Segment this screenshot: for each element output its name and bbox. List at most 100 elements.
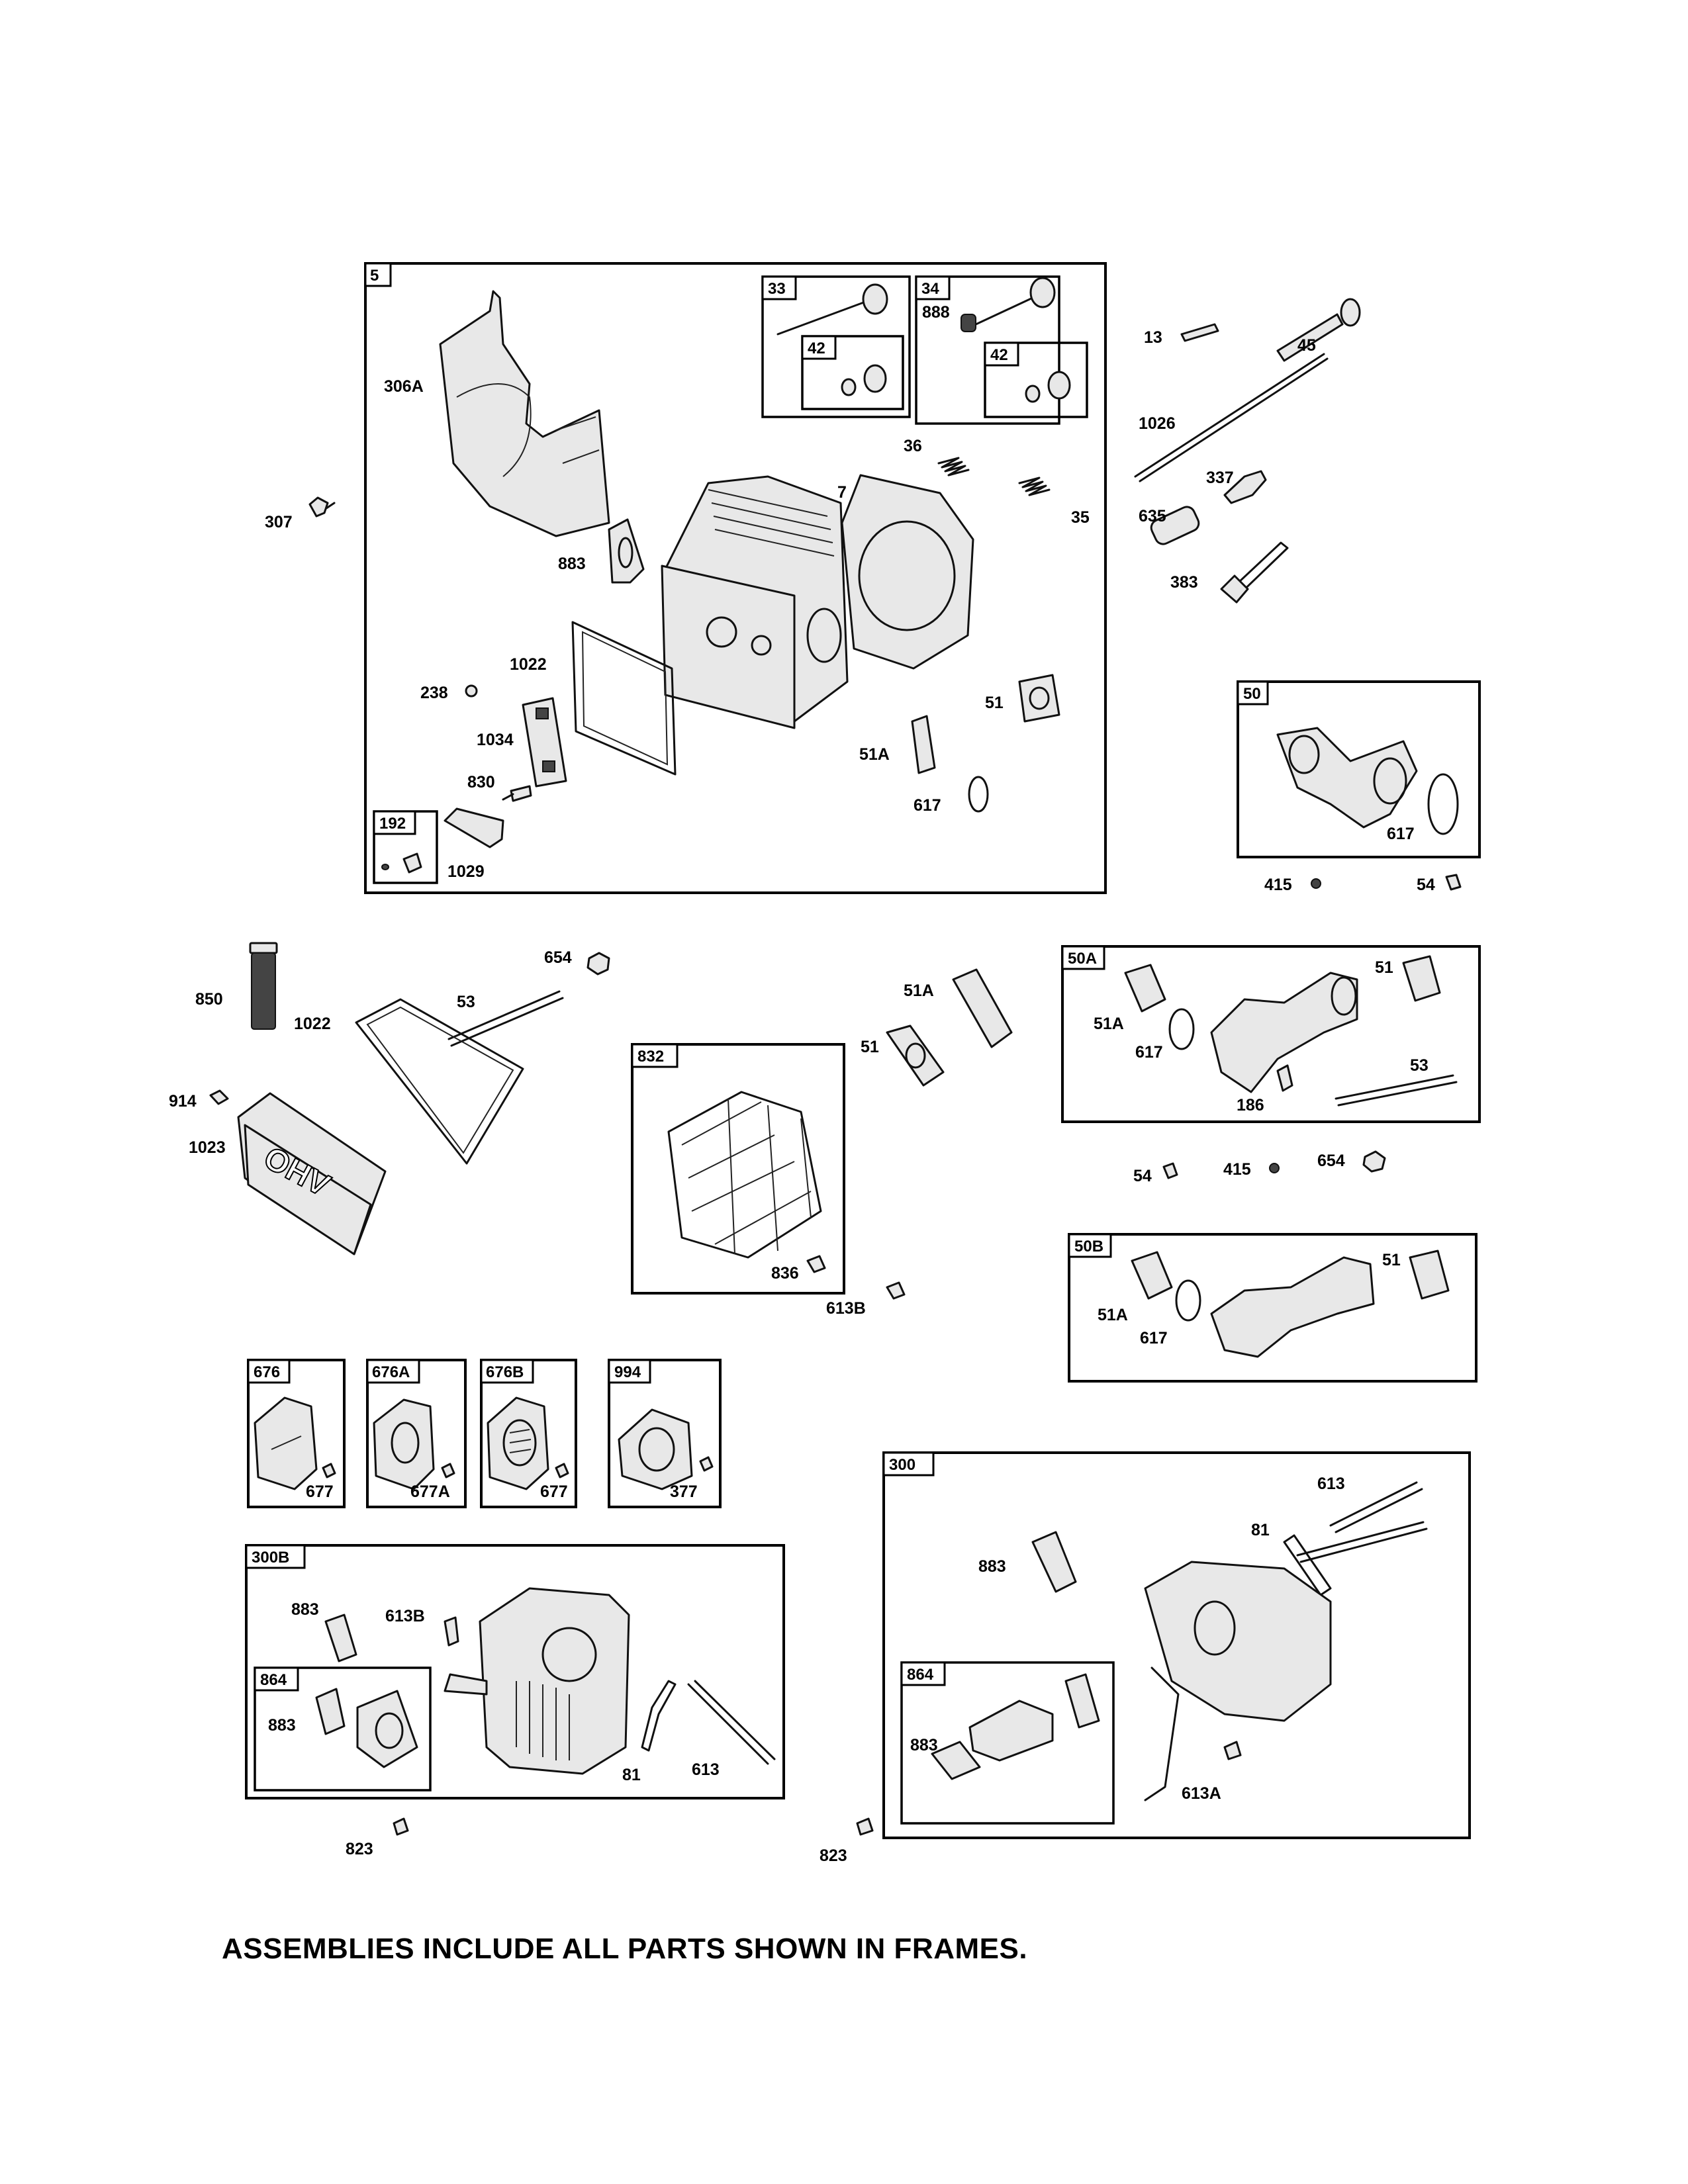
fitting-part-186 xyxy=(1276,1064,1293,1092)
pushrod-part-45 xyxy=(1276,313,1344,362)
label-337: 337 xyxy=(1206,469,1234,487)
stud-part-53b xyxy=(1335,1074,1454,1100)
frame-832: 832 836 xyxy=(631,1043,845,1295)
air-baffle-part xyxy=(439,290,610,537)
frame-label-5: 5 xyxy=(370,267,379,285)
label-677b: 677 xyxy=(540,1482,568,1501)
label-677a: 677 xyxy=(306,1482,334,1501)
oring-part-617b xyxy=(1427,773,1459,835)
frame-676B: 676B 677 xyxy=(480,1359,577,1508)
screw-part-613Bb xyxy=(444,1616,459,1647)
bolt-part-54a xyxy=(1445,874,1462,891)
muffler-guard-part-832 xyxy=(667,1091,822,1259)
gasket-part-883c xyxy=(315,1688,346,1735)
sealant-tube-part-850 xyxy=(249,942,278,1030)
gasket-part-51c xyxy=(1402,955,1441,1002)
gasket-part-883d xyxy=(1031,1531,1077,1593)
flange-part-864b xyxy=(968,1700,1054,1762)
label-617a: 617 xyxy=(914,796,941,815)
frame-label-300: 300 xyxy=(889,1456,915,1474)
label-54a: 54 xyxy=(1417,876,1435,894)
seal-part-192 xyxy=(381,864,389,870)
pushrod-part-1026 xyxy=(1134,353,1325,478)
label-415b: 415 xyxy=(1223,1160,1251,1179)
nut-part-415b xyxy=(1269,1163,1280,1173)
muffler-part-300 xyxy=(1144,1561,1332,1801)
frame-label-994: 994 xyxy=(614,1363,641,1381)
label-36: 36 xyxy=(904,437,922,455)
head-gasket-part xyxy=(841,474,974,670)
frame-label-864b: 864 xyxy=(907,1666,934,1684)
label-1022b: 1022 xyxy=(294,1015,331,1033)
label-377: 377 xyxy=(670,1482,698,1501)
label-617b: 617 xyxy=(1387,825,1415,843)
label-1026: 1026 xyxy=(1139,414,1176,433)
valve-spring-part-35 xyxy=(1018,477,1051,496)
label-883d: 883 xyxy=(978,1557,1006,1576)
label-613b: 613 xyxy=(1317,1475,1345,1493)
screw-part-836 xyxy=(806,1255,826,1273)
frame-676: 676 677 xyxy=(247,1359,346,1508)
label-238: 238 xyxy=(420,684,448,702)
frame-label-192: 192 xyxy=(379,815,406,833)
frame-50: 50 617 xyxy=(1237,680,1481,858)
gasket-part-51a xyxy=(1018,674,1060,723)
frame-label-676B: 676B xyxy=(486,1363,524,1381)
label-51c: 51 xyxy=(1375,958,1393,977)
frame-994: 994 377 xyxy=(608,1359,722,1508)
screw-part-830 xyxy=(502,785,532,802)
nut-part-654b xyxy=(1362,1150,1386,1173)
label-613A: 613A xyxy=(1182,1784,1221,1803)
fitting-part-192 xyxy=(402,852,422,874)
label-1023: 1023 xyxy=(189,1138,226,1157)
label-35: 35 xyxy=(1071,508,1090,527)
label-883e: 883 xyxy=(910,1736,938,1754)
label-45: 45 xyxy=(1297,336,1316,355)
label-1034: 1034 xyxy=(477,731,514,749)
frame-300: 300 613 81 883 613A 864 883 xyxy=(882,1451,1471,1839)
label-51Ad: 51A xyxy=(1098,1306,1128,1324)
frame-label-676: 676 xyxy=(254,1363,280,1381)
flange-part-864a xyxy=(356,1690,418,1768)
label-617d: 617 xyxy=(1140,1329,1168,1347)
frame-label-50: 50 xyxy=(1243,685,1261,703)
stud-part-613b xyxy=(1329,1481,1423,1533)
intake-valve-part xyxy=(776,283,888,336)
label-7: 7 xyxy=(837,483,847,502)
frame-5: 5 33 42 34 42 xyxy=(364,262,1107,894)
label-613a: 613 xyxy=(692,1760,720,1779)
gasket-part-883b xyxy=(324,1614,357,1662)
gasket-part-883a xyxy=(608,518,645,584)
plug-part-238 xyxy=(465,684,478,698)
pad-part-1029 xyxy=(444,807,504,848)
label-53a: 53 xyxy=(457,993,475,1011)
label-51b: 51 xyxy=(861,1038,879,1056)
label-617c: 617 xyxy=(1135,1043,1163,1062)
label-613Ba: 613B xyxy=(826,1299,866,1318)
gasket-part-51Ab xyxy=(952,968,1013,1048)
exhaust-valve-part xyxy=(961,277,1056,332)
label-823b: 823 xyxy=(820,1846,847,1865)
label-51Aa: 51A xyxy=(859,745,890,764)
label-914: 914 xyxy=(169,1092,197,1111)
label-883b: 883 xyxy=(291,1600,319,1619)
frame-676A: 676A 677A xyxy=(366,1359,467,1508)
stud-part-613a xyxy=(687,1680,776,1765)
label-1029: 1029 xyxy=(447,862,485,881)
valve-spring-part-36 xyxy=(937,457,970,477)
screw-part-613Ba xyxy=(886,1281,906,1300)
sleeve-part-635 xyxy=(1150,506,1200,545)
label-51Ab: 51A xyxy=(904,981,934,1000)
label-383: 383 xyxy=(1170,573,1198,592)
valve-keeper-part-2 xyxy=(1025,371,1071,403)
frame-label-33: 33 xyxy=(768,280,786,298)
cover-gasket-part-1022b xyxy=(355,998,524,1165)
label-635: 635 xyxy=(1139,507,1166,525)
frame-label-300B: 300B xyxy=(252,1549,289,1567)
gasket-part-883e xyxy=(931,1741,981,1780)
frame-label-832: 832 xyxy=(637,1048,664,1066)
frame-50B: 50B 51A 617 51 xyxy=(1068,1233,1477,1383)
label-613Bb: 613B xyxy=(385,1607,425,1625)
frame-label-50A: 50A xyxy=(1068,950,1097,968)
